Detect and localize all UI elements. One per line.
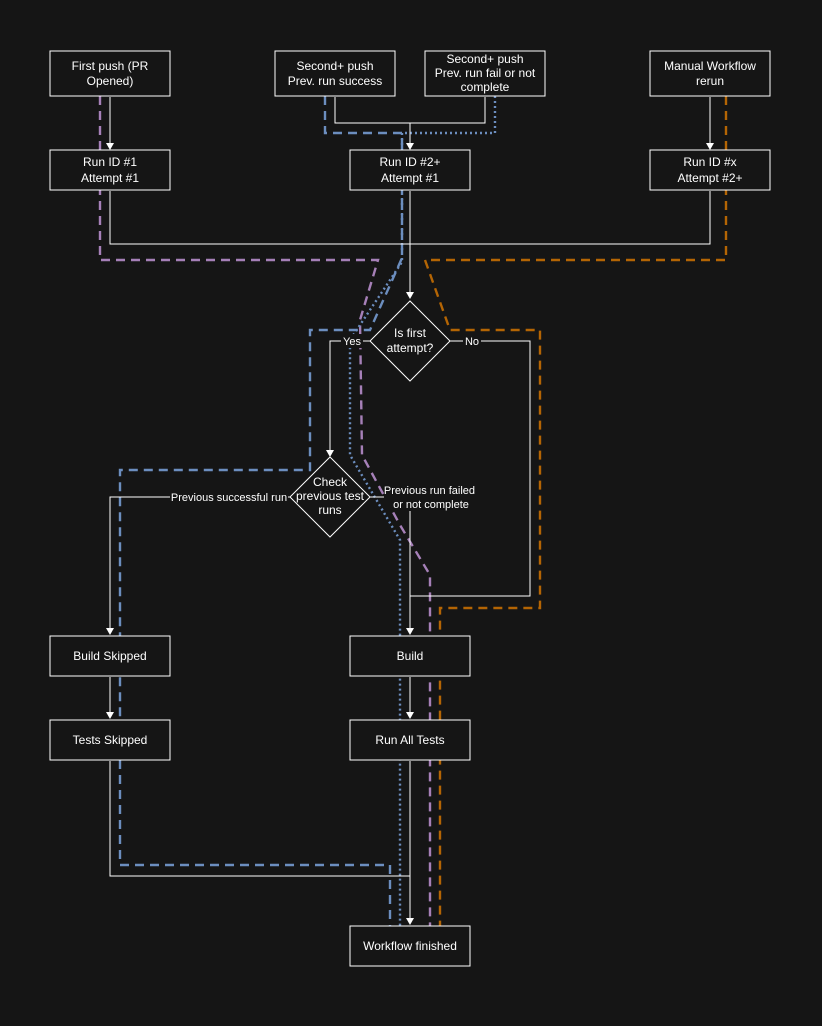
previous-successful-run-label: Previous successful run: [171, 492, 287, 504]
second-push-success-path-end: [118, 760, 392, 930]
no-label: No: [465, 336, 479, 348]
edge-labels: Yes No Previous successful run Previous …: [170, 334, 481, 511]
previous-run-failed-label: Previous run failed or not complete: [384, 485, 478, 511]
svg-text:Build Skipped: Build Skipped: [73, 649, 146, 663]
svg-text:Build: Build: [397, 649, 424, 663]
run-all-tests-node: Run All Tests: [349, 719, 471, 761]
tests-skipped-node: Tests Skipped: [49, 719, 171, 761]
build-node: Build: [349, 635, 471, 677]
svg-text:Tests Skipped: Tests Skipped: [73, 733, 148, 747]
svg-text:Run ID #2+Attempt #1: Run ID #2+Attempt #1: [379, 155, 440, 185]
workflow-finished-node: Workflow finished: [349, 925, 471, 967]
second-push-success-path: [118, 96, 404, 720]
build-skipped-node: Build Skipped: [49, 635, 171, 677]
svg-text:Run All Tests: Run All Tests: [375, 733, 444, 747]
second-push-fail-path: [348, 96, 497, 930]
manual-rerun-path: [423, 96, 728, 930]
svg-text:Workflow finished: Workflow finished: [363, 939, 457, 953]
highlight-paths: [98, 96, 728, 930]
first-push-path: [98, 96, 432, 930]
run-id-2-node: Run ID #2+Attempt #1: [349, 149, 471, 191]
yes-label: Yes: [343, 336, 361, 348]
